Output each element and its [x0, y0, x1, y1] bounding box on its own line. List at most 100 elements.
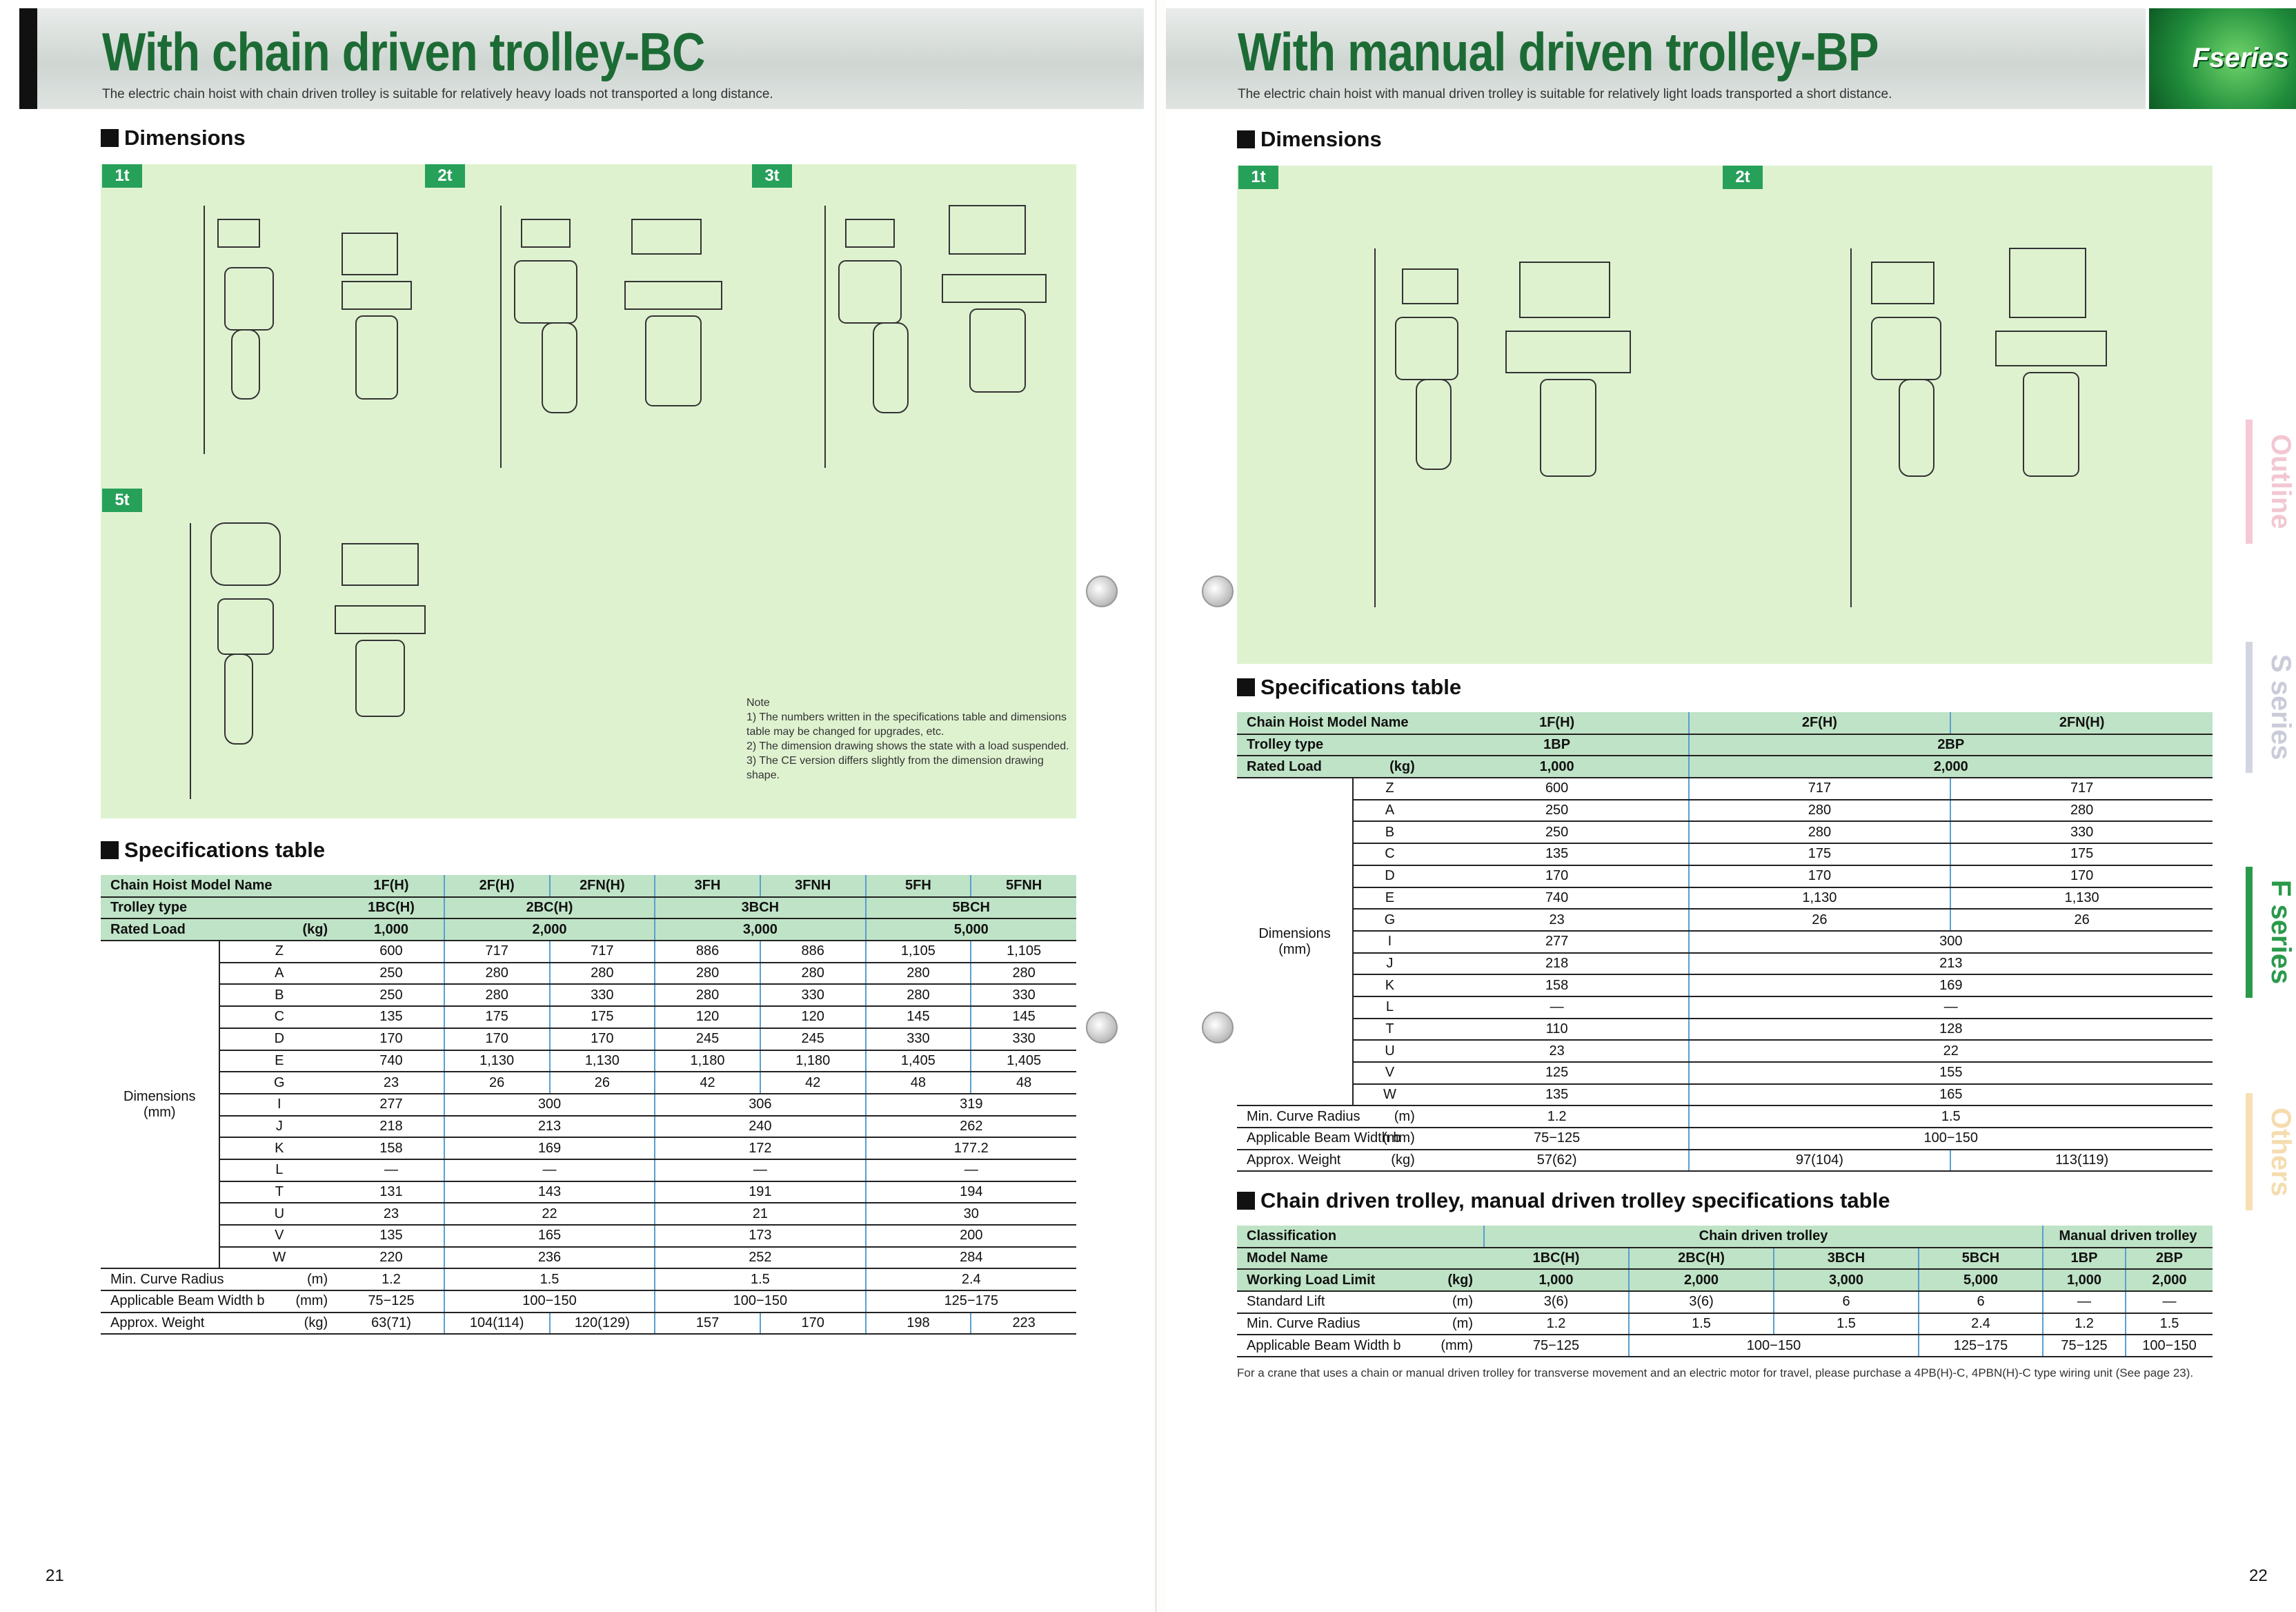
value-cell: 2.4 — [864, 1268, 1076, 1292]
value-cell: 280 — [1688, 821, 1951, 845]
table-row: Approx. Weight(kg)57(62)97(104)113(119) — [1237, 1149, 2213, 1172]
left-dimensions-heading: Dimensions — [101, 126, 246, 150]
value-cell: 155 — [1688, 1062, 2213, 1085]
value-cell: 280 — [654, 984, 760, 1008]
value-cell: 26 — [548, 1072, 655, 1094]
value-cell: 200 — [864, 1225, 1076, 1248]
table-row: Approx. Weight(kg)63(71)104(114)120(129)… — [101, 1312, 1076, 1335]
binder-hole — [1202, 1012, 1234, 1043]
value-cell: — — [2125, 1291, 2213, 1314]
drawing-5t — [135, 502, 466, 813]
value-cell: 165 — [1688, 1083, 2213, 1107]
value-cell: 250 — [339, 962, 444, 985]
dimension-key: T — [1353, 1018, 1426, 1041]
value-cell: 280 — [970, 962, 1076, 985]
row-label: Approx. Weight(kg) — [1237, 1149, 1426, 1172]
value-cell: 30 — [864, 1203, 1076, 1226]
value-cell: 173 — [654, 1225, 866, 1248]
dimensions-label: Dimensions(mm) — [1237, 778, 1354, 1107]
value-cell: 97(104) — [1688, 1149, 1951, 1172]
value-cell: 21 — [654, 1203, 866, 1226]
side-tab-others[interactable]: Others — [2246, 1093, 2296, 1210]
value-cell: 6 — [1773, 1291, 1919, 1314]
row-label: Applicable Beam Width b(mm) — [1237, 1335, 1484, 1358]
value-cell: 280 — [759, 962, 866, 985]
value-cell: 300 — [1688, 930, 2213, 954]
value-cell: 100−150 — [443, 1290, 655, 1313]
value-cell: 26 — [443, 1072, 550, 1094]
right-title-banner: With manual driven trolley-BP The electr… — [1166, 8, 2146, 109]
value-cell: 175 — [548, 1006, 655, 1029]
header-cell: 5,000 — [864, 918, 1076, 942]
left-page-number: 21 — [46, 1566, 64, 1585]
value-cell: 218 — [1425, 952, 1689, 976]
value-cell: 1,130 — [1950, 887, 2213, 910]
value-cell: 740 — [1425, 887, 1689, 910]
value-cell: 23 — [1425, 909, 1689, 932]
header-cell: 1,000 — [1425, 756, 1689, 779]
side-tab-outline[interactable]: Outline — [2246, 420, 2296, 544]
value-cell: 42 — [759, 1072, 866, 1094]
value-cell: 158 — [339, 1137, 444, 1160]
value-cell: 157 — [654, 1312, 760, 1335]
value-cell: 48 — [864, 1072, 971, 1094]
value-cell: 1,105 — [970, 941, 1076, 963]
binder-hole — [1086, 1012, 1118, 1043]
value-cell: 175 — [1950, 843, 2213, 866]
value-cell: 280 — [548, 962, 655, 985]
header-cell: 2,000 — [1688, 756, 2213, 779]
row-label: Working Load Limit(kg) — [1237, 1269, 1484, 1292]
right-spec-heading: Specifications table — [1237, 675, 1461, 700]
dimension-key: A — [1353, 799, 1426, 823]
value-cell: 170 — [443, 1028, 550, 1051]
value-cell: 213 — [1688, 952, 2213, 976]
value-cell: 3(6) — [1484, 1291, 1629, 1314]
value-cell: 220 — [339, 1246, 444, 1270]
header-cell: 2FN(H) — [548, 875, 655, 898]
value-cell: 113(119) — [1950, 1149, 2213, 1172]
row-label: Rated Load(kg) — [101, 918, 339, 942]
header-cell: 2,000 — [443, 918, 655, 942]
value-cell: 57(62) — [1425, 1149, 1689, 1172]
value-cell: 319 — [864, 1093, 1076, 1117]
value-cell: 1.5 — [654, 1268, 866, 1292]
header-cell: 3,000 — [1773, 1269, 1919, 1292]
header-cell: 2BP — [2125, 1247, 2213, 1270]
row-label: Min. Curve Radius(m) — [101, 1268, 339, 1292]
dimension-key: G — [219, 1072, 339, 1094]
value-cell: 1.2 — [1425, 1105, 1689, 1129]
row-label: Chain Hoist Model Name — [1237, 712, 1426, 735]
header-cell: 5BCH — [1918, 1247, 2043, 1270]
value-cell: 75−125 — [339, 1290, 444, 1313]
value-cell: 1,130 — [1688, 887, 1951, 910]
header-cell: 1BC(H) — [339, 896, 444, 920]
value-cell: 22 — [443, 1203, 655, 1226]
drawing-bp-2t — [1789, 221, 2175, 621]
value-cell: 23 — [339, 1203, 444, 1226]
value-cell: 1.2 — [1484, 1313, 1629, 1336]
header-cell: 2F(H) — [443, 875, 550, 898]
value-cell: 22 — [1688, 1040, 2213, 1063]
value-cell: 277 — [1425, 930, 1689, 954]
dimension-key: A — [219, 962, 339, 985]
side-tab-f-series[interactable]: F series — [2246, 867, 2296, 998]
header-cell: 1BP — [2042, 1247, 2126, 1270]
left-title-banner: With chain driven trolley-BC The electri… — [19, 8, 1144, 109]
table-row: L———— — [101, 1159, 1076, 1182]
side-tab-s-series[interactable]: S series — [2246, 642, 2296, 773]
dimension-key: G — [1353, 909, 1426, 932]
value-cell: 145 — [864, 1006, 971, 1029]
value-cell: 170 — [1950, 865, 2213, 888]
